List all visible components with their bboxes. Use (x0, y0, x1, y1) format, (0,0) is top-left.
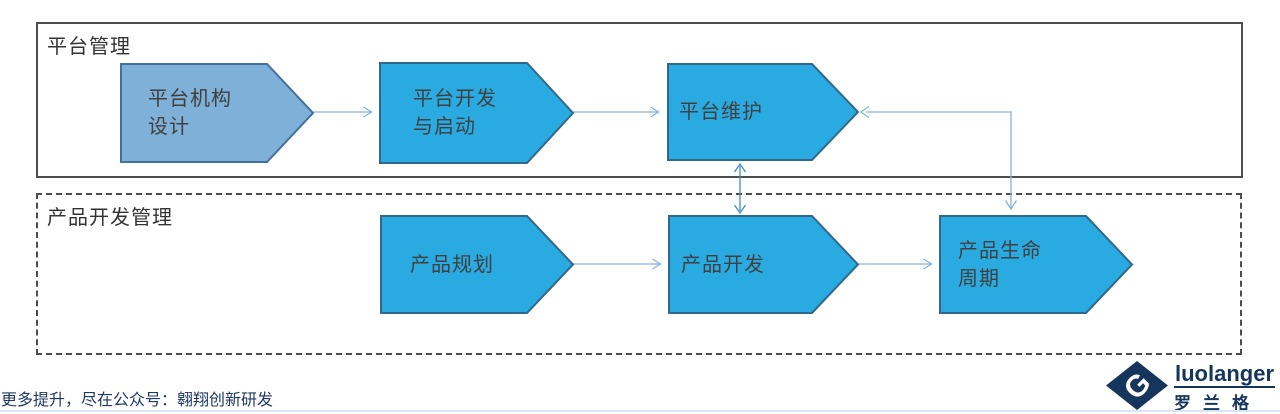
footer-promo-text: 更多提升，尽在公众号：翱翔创新研发 (1, 392, 274, 409)
shape-label-line: 平台维护 (679, 101, 763, 123)
platform-section-title: 平台管理 (47, 36, 131, 58)
shape-platform-maintain: 平台维护 (667, 63, 860, 161)
shape-product-lifecycle: 产品生命 周期 (939, 215, 1134, 314)
shape-platform-dev-launch: 平台开发 与启动 (379, 62, 575, 164)
chevron-shape (380, 215, 575, 314)
shape-label-line: 产品开发 (681, 253, 765, 276)
logo-name-text: luolanger (1174, 361, 1276, 388)
bottom-divider-line (0, 410, 1280, 412)
shape-label-line: 平台开发 (413, 88, 497, 110)
shape-label-line: 周期 (958, 267, 1000, 290)
chevron-shape (668, 215, 860, 314)
shape-label-line: 设计 (148, 116, 190, 138)
product-section-title: 产品开发管理 (47, 207, 173, 229)
chevron-shape (120, 63, 315, 163)
chevron-shape (667, 63, 860, 161)
shape-label-line: 与启动 (413, 116, 476, 138)
brand-logo: G luolanger 罗兰格 (1106, 361, 1276, 414)
shape-label-line: 平台机构 (148, 88, 232, 110)
shape-product-development: 产品开发 (668, 215, 860, 314)
shape-label-line: 产品生命 (958, 239, 1042, 262)
shape-platform-structure-design: 平台机构 设计 (120, 63, 315, 163)
logo-chinese-text: 罗兰格 (1174, 394, 1261, 413)
chevron-shape (939, 215, 1134, 314)
logo-diamond-icon: G (1106, 361, 1168, 410)
chevron-shape (379, 62, 575, 164)
shape-product-planning: 产品规划 (380, 215, 575, 314)
shape-label-line: 产品规划 (410, 253, 494, 276)
